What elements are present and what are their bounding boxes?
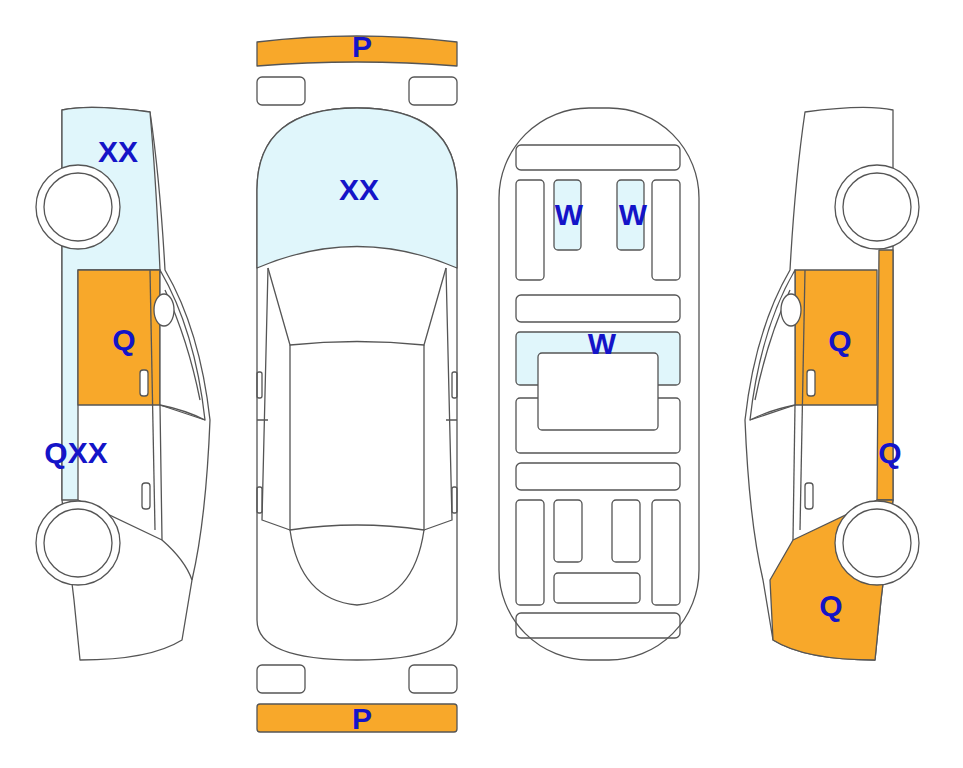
damage-code: Q: [112, 325, 135, 355]
damage-code: XX: [339, 175, 379, 205]
damage-code: QXX: [44, 438, 107, 468]
damage-code: W: [619, 200, 647, 230]
damage-code: P: [352, 704, 372, 734]
damage-code: W: [555, 200, 583, 230]
underside-view: [499, 108, 699, 660]
top-view: [257, 36, 457, 732]
damage-code: XX: [98, 137, 138, 167]
damage-code: P: [352, 32, 372, 62]
damage-code: Q: [828, 326, 851, 356]
damage-code: W: [588, 329, 616, 359]
damage-code: Q: [819, 591, 842, 621]
right-side-view: [745, 107, 919, 660]
damage-code: Q: [878, 438, 901, 468]
left-side-view: [36, 107, 210, 660]
